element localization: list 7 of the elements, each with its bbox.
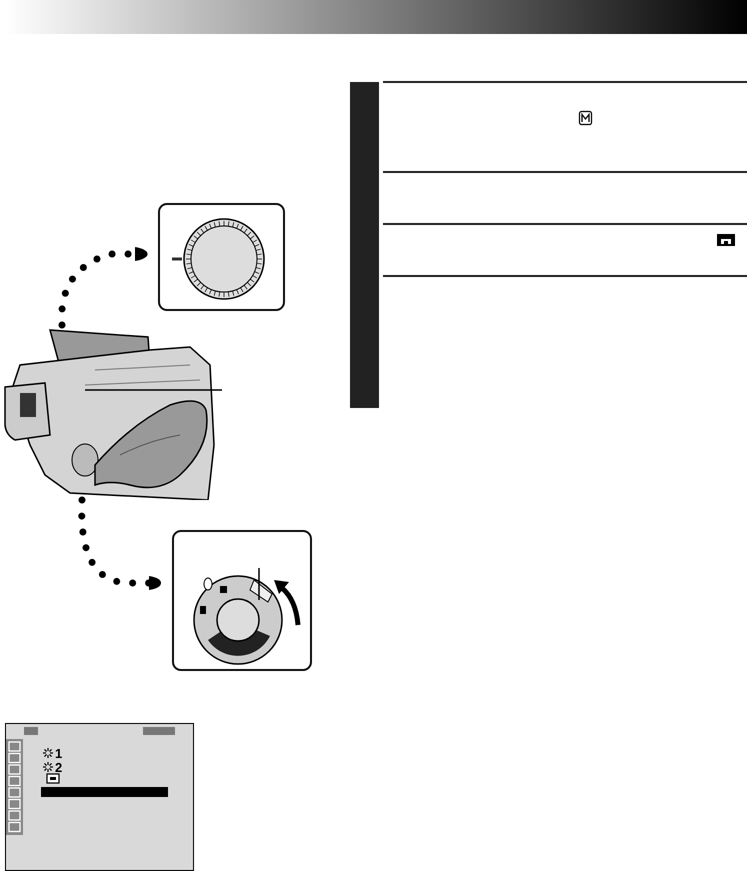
- menu-item-number: 1: [55, 747, 62, 760]
- mode-dial-inset-panel: [172, 530, 312, 671]
- leader-line: [85, 389, 222, 391]
- lcd-menu-screen: [5, 723, 194, 871]
- leader-line: [258, 568, 260, 600]
- menu-item-number: 2: [55, 761, 62, 774]
- dial-inset-panel: [158, 203, 285, 311]
